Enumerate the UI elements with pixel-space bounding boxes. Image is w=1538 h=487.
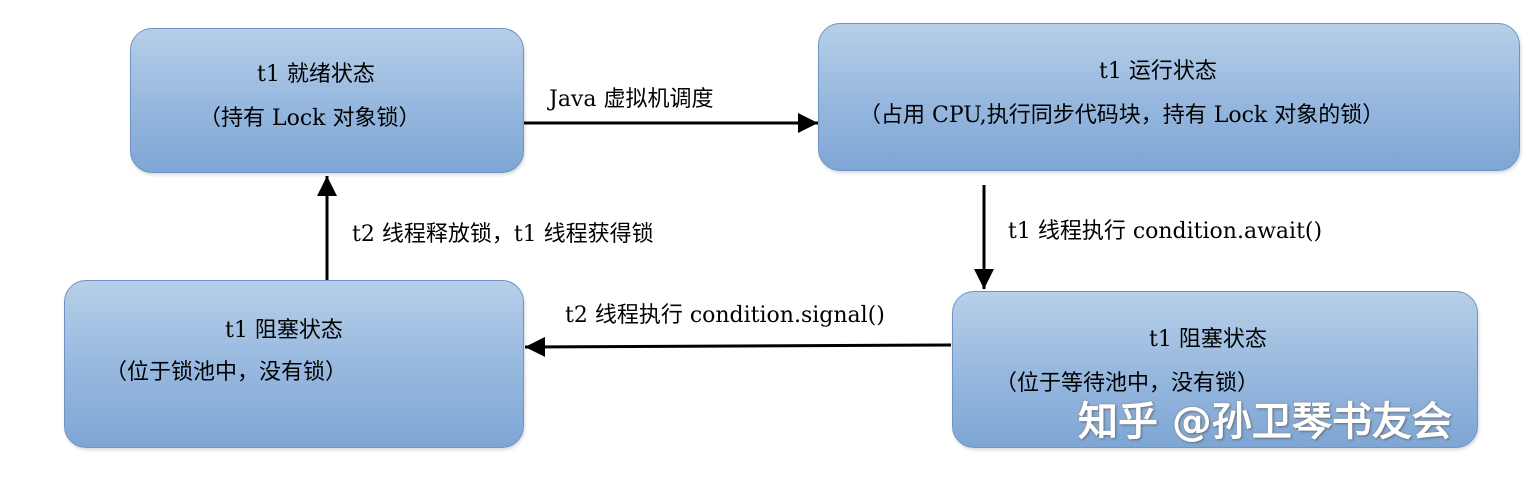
node-running-state: t1 运行状态 （占用 CPU,执行同步代码块，持有 Lock 对象的锁） [818, 23, 1520, 171]
edge-wait-pool-to-lock-pool [524, 336, 952, 357]
node-blocked-wait-pool: t1 阻塞状态 （位于等待池中，没有锁） [952, 291, 1478, 448]
node-running-title: t1 运行状态 [1099, 59, 1217, 84]
node-ready-detail: （持有 Lock 对象锁） [199, 106, 421, 131]
label-wait-pool-to-lock-pool: t2 线程执行 condition.signal() [565, 303, 885, 328]
node-blocked-wait-pool-detail: （位于等待池中，没有锁） [995, 371, 1260, 396]
node-running-detail: （占用 CPU,执行同步代码块，持有 Lock 对象的锁） [859, 103, 1385, 128]
node-blocked-wait-pool-title: t1 阻塞状态 [1149, 327, 1267, 352]
label-running-to-wait-pool: t1 线程执行 condition.await() [1008, 219, 1323, 244]
node-blocked-lock-pool: t1 阻塞状态 （位于锁池中，没有锁） [64, 280, 524, 448]
node-ready-state: t1 就绪状态 （持有 Lock 对象锁） [130, 28, 524, 173]
label-ready-to-running: Java 虚拟机调度 [549, 87, 714, 112]
node-blocked-lock-pool-detail: （位于锁池中，没有锁） [105, 360, 348, 385]
zhihu-watermark: 知乎 @孙卫琴书友会 [1078, 399, 1452, 445]
node-blocked-lock-pool-title: t1 阻塞状态 [225, 318, 343, 343]
label-lock-pool-to-ready: t2 线程释放锁，t1 线程获得锁 [352, 222, 654, 247]
node-ready-title: t1 就绪状态 [257, 62, 375, 87]
